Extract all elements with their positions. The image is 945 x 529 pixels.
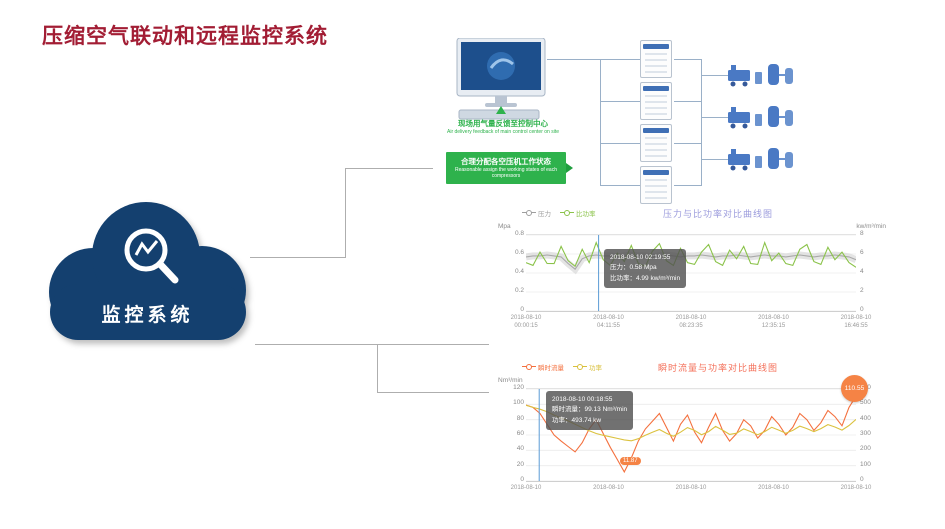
series-line (526, 254, 856, 271)
legend-label: 比功率 (576, 211, 596, 218)
right-arrow-icon (566, 162, 573, 173)
network-line (701, 59, 702, 186)
chart-tooltip: 2018-08-10 00:18:55 瞬时流量：99.13 Nm³/min 功… (546, 391, 634, 431)
tooltip-time: 2018-08-10 00:18:55 (552, 396, 613, 403)
x-axis-label: 2018-08-10 (510, 485, 542, 491)
tooltip-line1: 瞬时流量：99.13 Nm³/min (552, 406, 628, 414)
assign-banner-en: Reasonable assign the working states of … (454, 167, 557, 180)
network-line (600, 59, 601, 186)
air-equipment-row (728, 106, 793, 129)
x-axis-labels: 2018-08-10 2018-08-10 2018-08-10 2018-08-10… (494, 484, 888, 492)
legend-item-power[interactable]: 功率 (573, 362, 602, 372)
cloud-shape (49, 202, 246, 340)
system-diagram: 现场用气量反馈至控制中心 Air delivery feedback of ma… (440, 30, 830, 215)
connector-line (250, 257, 346, 258)
connector-line (345, 168, 346, 258)
network-line (674, 59, 701, 60)
legend-label: 功率 (589, 365, 602, 372)
chart-legend: 瞬时流量 功率 (522, 362, 602, 372)
cloud-label: 监控系统 (101, 305, 194, 326)
x-axis-label: 2018-08-10 (593, 485, 624, 491)
network-line (701, 159, 728, 160)
tooltip-line1: 压力：0.58 Mpa (610, 264, 657, 272)
connector-line (377, 344, 378, 393)
plot-area[interactable]: 2018-08-10 02:19:55 压力：0.58 Mpa 比功率：4.99… (526, 234, 856, 312)
network-line (701, 117, 728, 118)
y-axis-right: 6005004003002001000 (860, 384, 871, 483)
compressor-unit (640, 40, 672, 78)
series-line (526, 395, 856, 474)
feedback-note-cn: 现场用气量反馈至控制中心 (458, 119, 548, 128)
connector-line (345, 168, 433, 169)
series-band (526, 251, 856, 275)
y-axis-unit-right: kw/m³/min (856, 223, 886, 230)
assign-banner: 合理分配各空压机工作状态 Reasonable assign the worki… (446, 152, 573, 184)
air-equipment-row (728, 148, 793, 171)
air-equipment-row (728, 64, 793, 87)
legend-label: 瞬时流量 (538, 365, 564, 372)
feedback-note-en: Air delivery feedback of main control ce… (447, 129, 559, 135)
chart-title: 压力与比功率对比曲线图 (662, 209, 773, 219)
feedback-note: 现场用气量反馈至控制中心 Air delivery feedback of ma… (442, 118, 564, 135)
series-canvas (526, 235, 856, 311)
min-value-badge: 11.87 (620, 457, 641, 465)
chart-tooltip: 2018-08-10 02:19:55 压力：0.58 Mpa 比功率：4.99… (604, 249, 687, 289)
network-line (674, 185, 701, 186)
tooltip-time: 2018-08-10 02:19:55 (610, 254, 671, 261)
legend-marker-icon (522, 210, 536, 216)
tooltip-line2: 比功率：4.99 kw/m³/min (610, 274, 681, 282)
legend-marker-icon (573, 364, 587, 370)
y-axis-unit-left: Mpa (498, 223, 511, 230)
network-line (674, 143, 701, 144)
assign-banner-cn: 合理分配各空压机工作状态 (461, 157, 551, 166)
y-axis-unit-left: Nm³/min (498, 377, 523, 384)
max-value-badge: 110.55 (841, 375, 868, 402)
magnifier-chart-icon (124, 228, 179, 284)
page-title: 压缩空气联动和远程监控系统 (42, 25, 328, 48)
x-axis-label: 2018-08-10 (675, 485, 707, 491)
compressor-unit (640, 82, 672, 120)
network-line (547, 59, 640, 60)
chart-legend: 压力 比功率 (522, 208, 596, 218)
connector-line (255, 344, 489, 345)
legend-item-specific-power[interactable]: 比功率 (560, 208, 596, 218)
network-line (600, 101, 640, 102)
network-line (674, 101, 701, 102)
network-line (701, 75, 728, 76)
legend-item-flow[interactable]: 瞬时流量 (522, 362, 564, 372)
legend-label: 压力 (538, 211, 551, 218)
chart-title: 瞬时流量与功率对比曲线图 (657, 363, 778, 373)
x-axis-label: 2018-08-10 (840, 485, 872, 491)
legend-marker-icon (522, 364, 536, 370)
connector-line (377, 392, 489, 393)
monitoring-cloud: 监控系统 (30, 192, 265, 360)
network-line (600, 185, 640, 186)
series-line (526, 240, 856, 268)
tooltip-line2: 功率：493.74 kw (552, 416, 602, 424)
up-arrow-icon (496, 106, 506, 114)
legend-item-pressure[interactable]: 压力 (522, 208, 551, 218)
network-line (600, 143, 640, 144)
x-axis-label: 2018-08-10 (758, 485, 789, 491)
legend-marker-icon (560, 210, 574, 216)
compressor-unit (640, 124, 672, 162)
compressor-unit (640, 166, 672, 204)
plot-area[interactable]: 2018-08-10 00:18:55 瞬时流量：99.13 Nm³/min 功… (526, 375, 868, 482)
